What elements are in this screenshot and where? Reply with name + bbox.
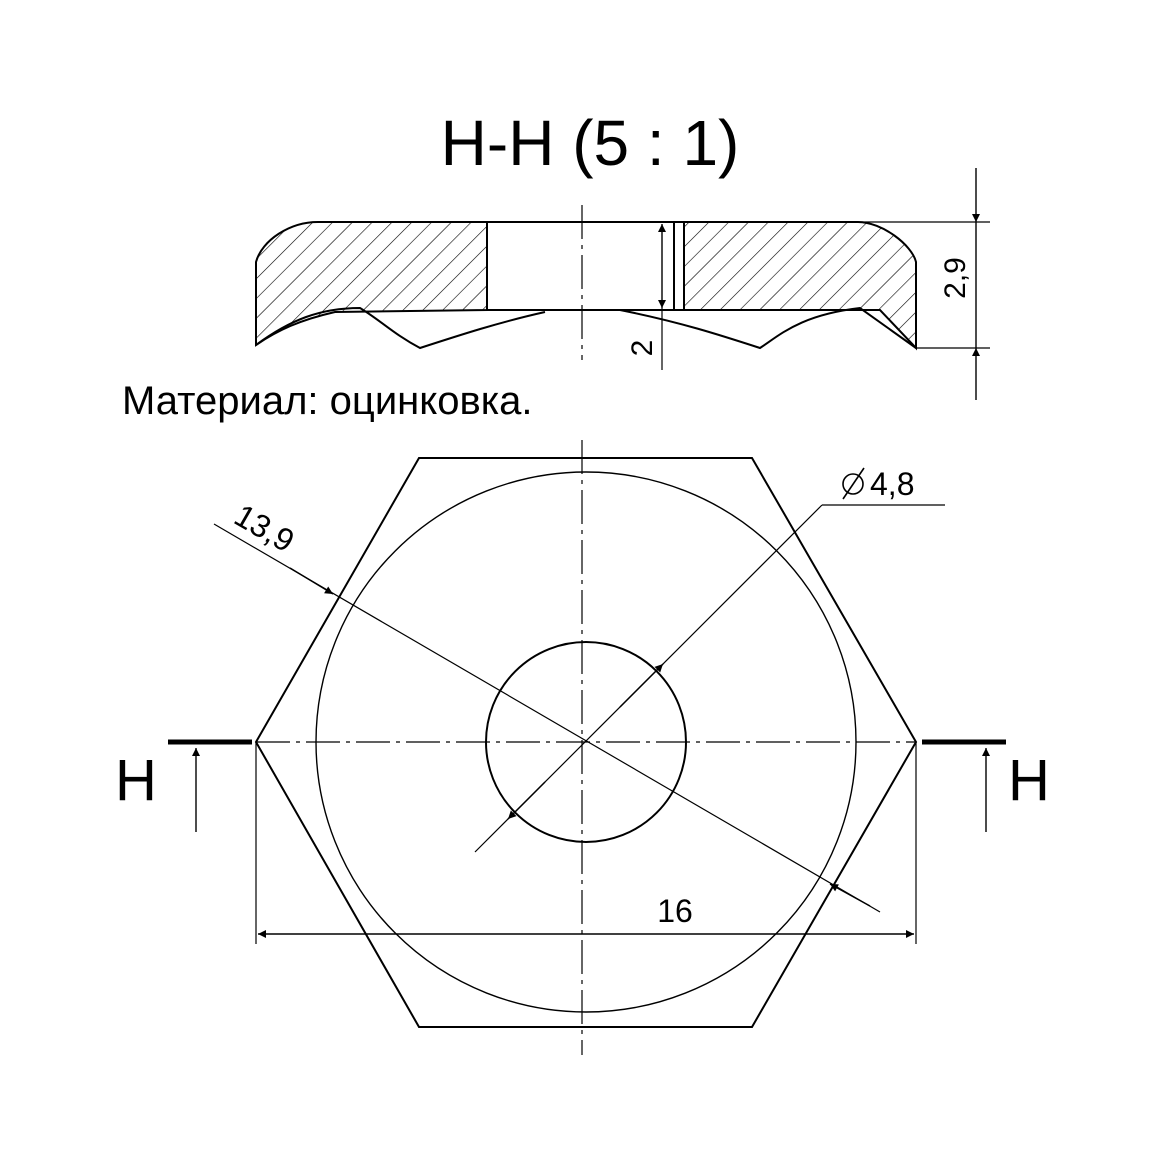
circle-diameter-arrow-bottom (829, 883, 871, 907)
thickness-label: 2,9 (939, 257, 972, 299)
material-note: Материал: оцинковка. (122, 379, 532, 423)
hole-diameter-label: 4,8 (870, 466, 914, 502)
section-bottom-profile (255, 306, 917, 350)
hole-diameter-arrow-top (619, 663, 664, 708)
section-title: Н-Н (5 : 1) (441, 107, 740, 179)
cut-mark-left-label: Н (115, 748, 157, 813)
circle-diameter-arrow-top (289, 567, 334, 595)
plan-view: Н Н 4,8 13,9 16 (115, 440, 1050, 1055)
section-left-part (255, 221, 488, 347)
cut-mark-right-label: Н (1008, 748, 1050, 813)
section-view: Н-Н (5 : 1) 2 2,9 (255, 107, 990, 400)
diameter-icon (842, 467, 865, 500)
width-label: 16 (657, 893, 693, 929)
section-right-part (683, 221, 917, 351)
circle-diameter-label: 13,9 (229, 497, 301, 559)
hole-diameter-arrow-bottom (507, 781, 546, 820)
hole-depth-label: 2 (626, 340, 659, 357)
